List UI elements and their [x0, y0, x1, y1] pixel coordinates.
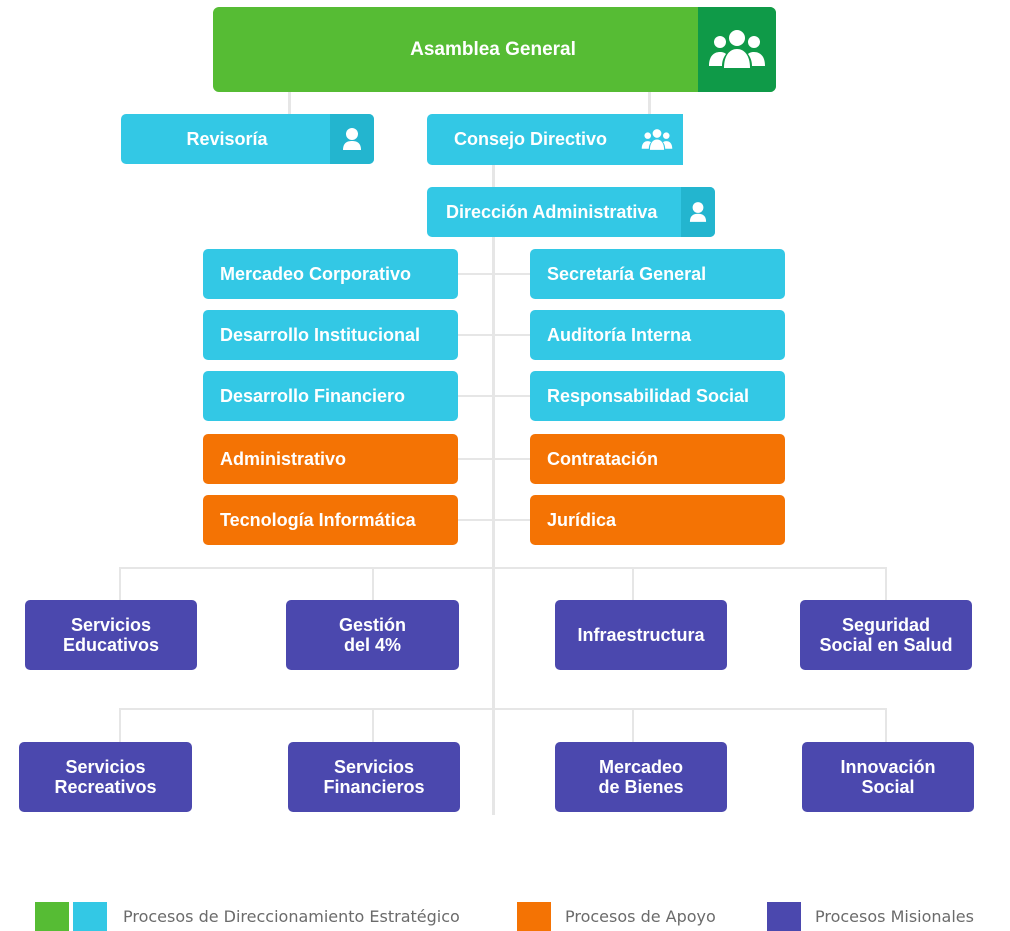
- responsabilidad-social-node: Responsabilidad Social: [530, 371, 785, 421]
- legend-label-estrategico: Procesos de Direccionamiento Estratégico: [123, 907, 460, 926]
- connector-line: [119, 708, 121, 742]
- node-label: Infraestructura: [577, 625, 705, 645]
- connector-line: [119, 567, 887, 569]
- connector-line: [648, 92, 651, 114]
- user-icon: [689, 202, 707, 222]
- node-label: Seguridad Social en Salud: [819, 615, 953, 655]
- node-label: Mercadeo Corporativo: [220, 263, 412, 284]
- legend-swatch-purple: [767, 902, 801, 931]
- node-label: Auditoría Interna: [547, 324, 692, 345]
- node-label: Gestión del 4%: [338, 615, 406, 655]
- connector-line: [458, 395, 530, 397]
- connector-line: [372, 708, 374, 742]
- connector-line: [372, 567, 374, 600]
- user-icon: [343, 128, 361, 150]
- infraestructura-node: Infraestructura: [555, 600, 727, 670]
- group-icon: [709, 29, 765, 68]
- direccion-administrativa-label: Dirección Administrativa: [446, 201, 658, 222]
- innovacion-social-node: Innovación Social: [802, 742, 974, 812]
- juridica-node: Jurídica: [530, 495, 785, 545]
- connector-line: [458, 273, 530, 275]
- servicios-recreativos-node: Servicios Recreativos: [19, 742, 192, 812]
- direccion-administrativa-node: Dirección Administrativa: [427, 187, 715, 237]
- mercadeo-de-bienes-node: Mercadeo de Bienes: [555, 742, 727, 812]
- tecnologia-informatica-node: Tecnología Informática: [203, 495, 458, 545]
- contratacion-node: Contratación: [530, 434, 785, 484]
- connector-line: [492, 237, 495, 815]
- legend-label-misionales: Procesos Misionales: [815, 907, 974, 926]
- asamblea-icon-cell: [698, 7, 776, 92]
- desarrollo-financiero-node: Desarrollo Financiero: [203, 371, 458, 421]
- node-label: Innovación Social: [840, 757, 936, 797]
- node-label: Desarrollo Financiero: [220, 385, 406, 406]
- group-icon: [641, 128, 673, 150]
- connector-line: [632, 708, 634, 742]
- node-label: Desarrollo Institucional: [220, 324, 421, 345]
- connector-line: [458, 458, 530, 460]
- servicios-financieros-node: Servicios Financieros: [288, 742, 460, 812]
- connector-line: [119, 708, 887, 710]
- servicios-educativos-node: Servicios Educativos: [25, 600, 197, 670]
- node-label: Responsabilidad Social: [547, 385, 750, 406]
- node-label: Servicios Financieros: [323, 757, 425, 797]
- mercadeo-corporativo-node: Mercadeo Corporativo: [203, 249, 458, 299]
- gestion-4-node: Gestión del 4%: [286, 600, 459, 670]
- connector-line: [288, 92, 291, 114]
- connector-line: [458, 334, 530, 336]
- asamblea-general-node: Asamblea General: [213, 7, 776, 92]
- seguridad-social-node: Seguridad Social en Salud: [800, 600, 972, 670]
- legend-label-apoyo: Procesos de Apoyo: [565, 907, 716, 926]
- connector-line: [492, 165, 495, 187]
- node-label: Mercadeo de Bienes: [598, 757, 684, 797]
- node-label: Administrativo: [220, 448, 347, 469]
- asamblea-general-label: Asamblea General: [410, 38, 576, 60]
- revisoria-icon-cell: [330, 114, 374, 164]
- legend-swatch-green: [35, 902, 69, 931]
- legend-swatch-orange: [517, 902, 551, 931]
- direccion-icon-cell: [681, 187, 715, 237]
- consejo-directivo-label: Consejo Directivo: [453, 129, 608, 149]
- node-label: Servicios Educativos: [62, 615, 160, 655]
- administrativo-node: Administrativo: [203, 434, 458, 484]
- revisoria-node: Revisoría: [121, 114, 374, 164]
- revisoria-label: Revisoría: [186, 128, 268, 149]
- connector-line: [632, 567, 634, 600]
- connector-line: [458, 519, 530, 521]
- node-label: Servicios Recreativos: [54, 757, 157, 797]
- consejo-icon-cell: [631, 114, 683, 165]
- node-label: Tecnología Informática: [220, 509, 416, 530]
- connector-line: [119, 567, 121, 600]
- desarrollo-institucional-node: Desarrollo Institucional: [203, 310, 458, 360]
- auditoria-interna-node: Auditoría Interna: [530, 310, 785, 360]
- connector-line: [885, 708, 887, 742]
- node-label: Secretaría General: [547, 263, 707, 284]
- legend-swatch-cyan: [73, 902, 107, 931]
- consejo-directivo-node: Consejo Directivo: [427, 114, 683, 165]
- node-label: Contratación: [547, 448, 659, 469]
- node-label: Jurídica: [547, 509, 617, 530]
- secretaria-general-node: Secretaría General: [530, 249, 785, 299]
- connector-line: [885, 567, 887, 600]
